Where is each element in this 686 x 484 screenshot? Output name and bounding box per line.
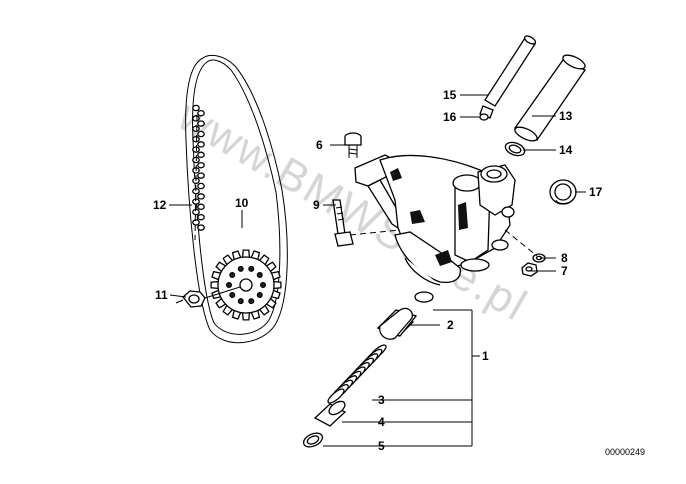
callout-8: 8 (561, 251, 568, 265)
callout-3: 3 (378, 393, 385, 407)
callout-16: 16 (443, 110, 457, 124)
callout-12: 12 (153, 198, 167, 212)
callout-15: 15 (443, 88, 457, 102)
snap-ring-drawing (302, 432, 324, 448)
relief-valve-piston-drawing (376, 291, 434, 340)
hex-nut-drawing (521, 262, 538, 277)
dowel-sleeve-drawing (479, 35, 537, 119)
callout-11: 11 (155, 288, 168, 302)
callout-1: 1 (482, 349, 489, 363)
compression-spring-drawing (327, 344, 387, 404)
callout-10: 10 (235, 196, 249, 210)
sprocket-drawing (210, 249, 282, 321)
o-ring-small-drawing (479, 113, 489, 121)
callout-9: 9 (313, 198, 320, 212)
callout-17: 17 (589, 185, 603, 199)
callout-4: 4 (378, 415, 385, 429)
roller-chain-drawing (185, 54, 288, 344)
callout-14: 14 (559, 143, 573, 157)
hex-bolt-drawing (332, 199, 401, 247)
washer-drawing (532, 253, 546, 263)
callout-7: 7 (561, 264, 568, 278)
pipe-drawing (514, 54, 586, 142)
reference-number: 00000249 (605, 447, 645, 457)
gasket-ring-drawing (549, 179, 577, 205)
callout-6: 6 (316, 138, 323, 152)
callout-2: 2 (447, 318, 454, 332)
callout-13: 13 (559, 109, 573, 123)
sleeve-drawing (313, 400, 347, 427)
o-ring-drawing (504, 141, 526, 157)
screw-plug-drawing (344, 132, 362, 158)
pump-body-drawing (354, 154, 516, 286)
leader-lines (169, 94, 586, 447)
callout-5: 5 (378, 439, 385, 453)
collar-nut-drawing (175, 286, 241, 308)
